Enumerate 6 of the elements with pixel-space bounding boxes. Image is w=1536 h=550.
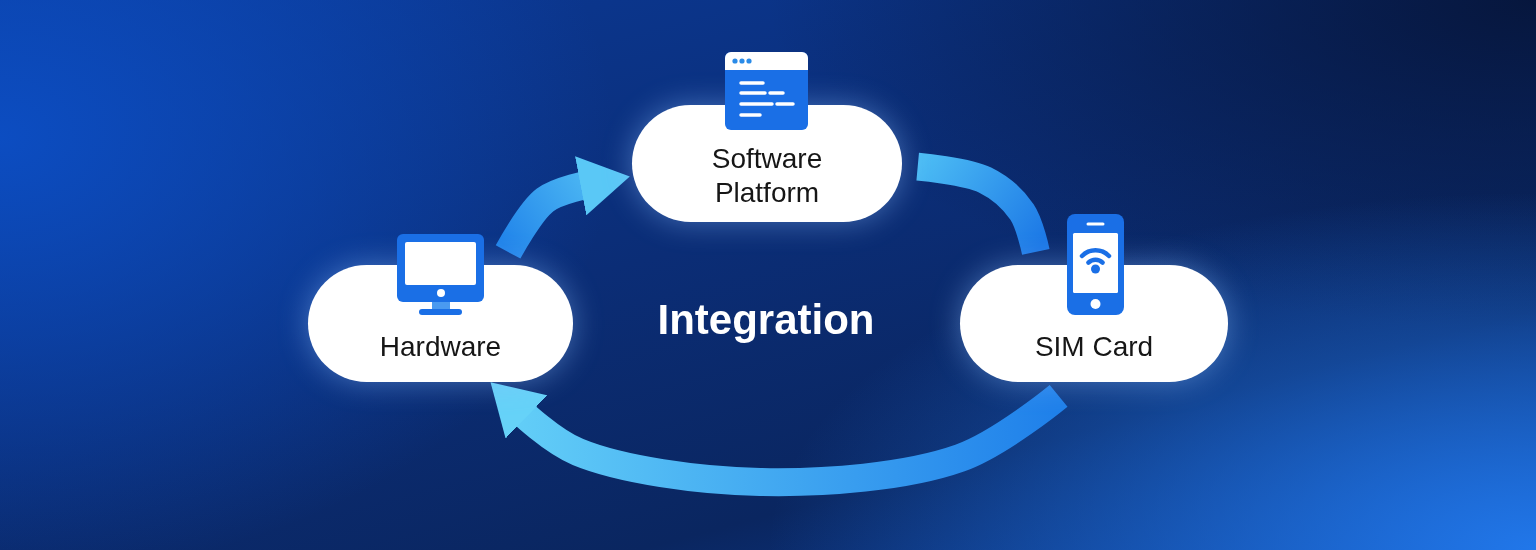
curved-arrow [490, 382, 1068, 497]
node-label: Software Platform [710, 142, 824, 210]
node-label: Hardware [379, 330, 502, 364]
center-label: Integration [657, 295, 875, 345]
curved-arrow [495, 156, 630, 259]
node-label: SIM Card [1034, 330, 1154, 364]
